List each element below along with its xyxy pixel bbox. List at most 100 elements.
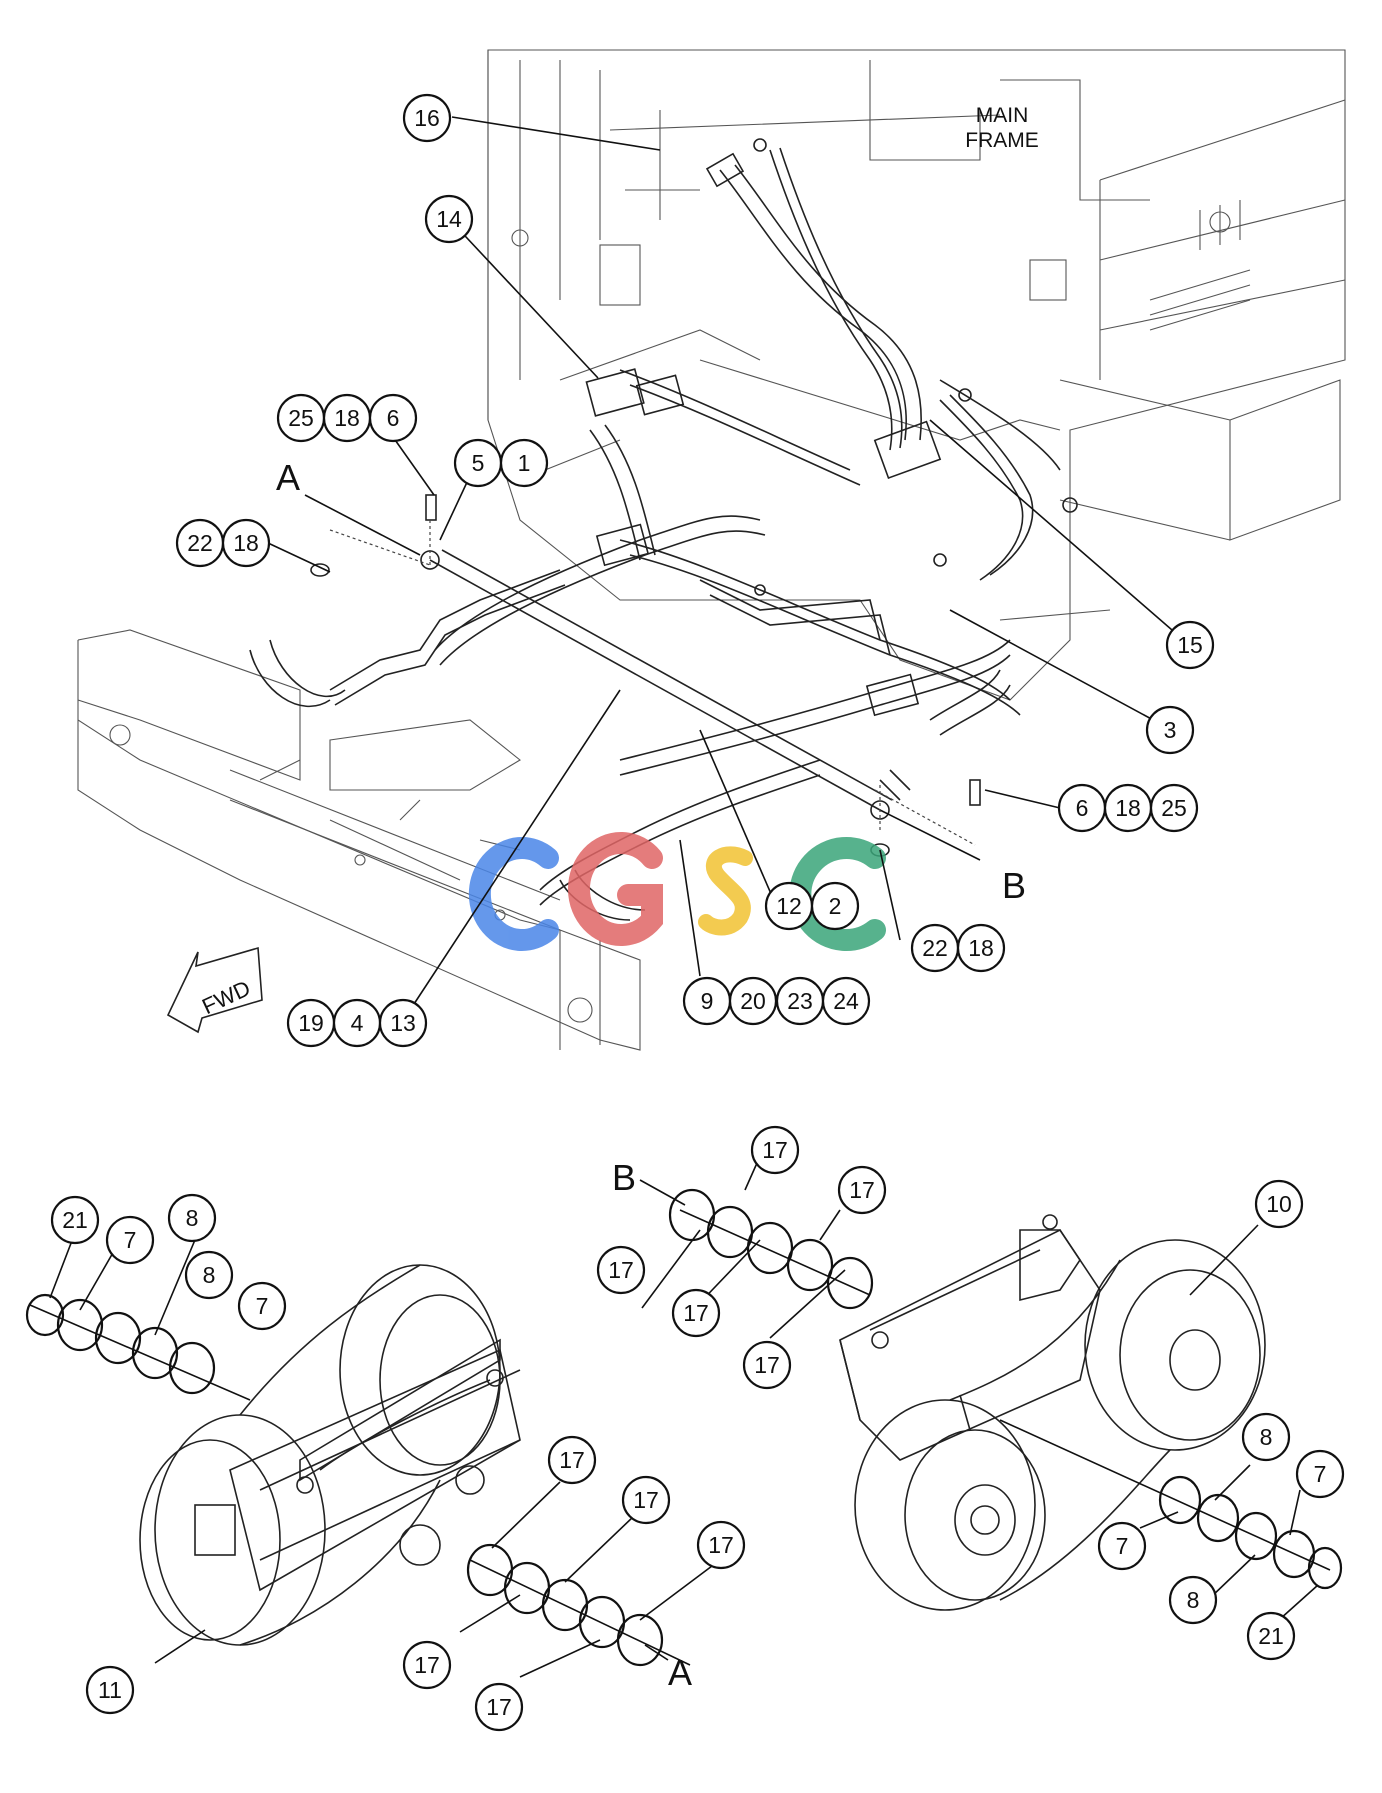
callout-12: 12 bbox=[764, 881, 814, 931]
callout-8-left-b: 8 bbox=[184, 1250, 234, 1300]
svg-text:22: 22 bbox=[922, 935, 948, 961]
main-frame-label-line1: MAIN bbox=[976, 104, 1029, 127]
svg-text:17: 17 bbox=[559, 1447, 585, 1473]
valve-blocks-drawing bbox=[585, 138, 1078, 717]
svg-text:1: 1 bbox=[518, 450, 531, 476]
svg-text:17: 17 bbox=[708, 1532, 734, 1558]
callout-6-right: 6 bbox=[1057, 783, 1107, 833]
section-b-label-top: B bbox=[1002, 865, 1026, 906]
svg-text:18: 18 bbox=[233, 530, 259, 556]
section-a-label-top: A bbox=[276, 457, 300, 498]
callout-22-right: 22 bbox=[910, 923, 960, 973]
left-roller-assembly-drawing bbox=[139, 1264, 521, 1646]
section-lines-drawing bbox=[304, 494, 981, 861]
svg-text:14: 14 bbox=[436, 206, 462, 232]
svg-text:20: 20 bbox=[740, 988, 766, 1014]
svg-text:18: 18 bbox=[968, 935, 994, 961]
svg-text:24: 24 bbox=[833, 988, 859, 1014]
callout-10: 10 bbox=[1254, 1179, 1304, 1229]
svg-text:18: 18 bbox=[334, 405, 360, 431]
callout-18-top: 18 bbox=[322, 393, 372, 443]
svg-text:18: 18 bbox=[1115, 795, 1141, 821]
callout-1: 1 bbox=[499, 438, 549, 488]
svg-text:12: 12 bbox=[776, 893, 802, 919]
callout-17-d: 17 bbox=[671, 1288, 721, 1338]
watermark-letter-1 bbox=[468, 837, 559, 951]
callout-18-lower-right: 18 bbox=[956, 923, 1006, 973]
main-frame-label-line2: FRAME bbox=[965, 129, 1039, 152]
callout-22-left: 22 bbox=[175, 518, 225, 568]
callout-25-top: 25 bbox=[276, 393, 326, 443]
callout-6-top: 6 bbox=[368, 393, 418, 443]
callout-25-right: 25 bbox=[1149, 783, 1199, 833]
callout-7-left-a: 7 bbox=[105, 1215, 155, 1265]
callout-20: 20 bbox=[728, 976, 778, 1026]
callout-2: 2 bbox=[810, 881, 860, 931]
svg-text:15: 15 bbox=[1177, 632, 1203, 658]
callout-17-i: 17 bbox=[402, 1640, 452, 1690]
callouts: 16 14 25 18 6 5 1 22 18 15 3 6 18 25 12 … bbox=[50, 93, 1345, 1732]
callout-7-left-b: 7 bbox=[237, 1281, 287, 1331]
svg-text:11: 11 bbox=[98, 1677, 122, 1703]
svg-text:22: 22 bbox=[187, 530, 213, 556]
callout-14: 14 bbox=[424, 194, 474, 244]
svg-text:17: 17 bbox=[762, 1137, 788, 1163]
svg-text:13: 13 bbox=[390, 1010, 416, 1036]
callout-3: 3 bbox=[1145, 705, 1195, 755]
svg-text:8: 8 bbox=[203, 1262, 216, 1288]
callout-7-right-a: 7 bbox=[1295, 1449, 1345, 1499]
svg-text:7: 7 bbox=[1116, 1533, 1129, 1559]
svg-text:21: 21 bbox=[1258, 1623, 1284, 1649]
callout-17-h: 17 bbox=[696, 1520, 746, 1570]
right-roller-assembly-drawing bbox=[839, 1214, 1266, 1611]
svg-text:7: 7 bbox=[256, 1293, 269, 1319]
svg-text:17: 17 bbox=[754, 1352, 780, 1378]
svg-text:7: 7 bbox=[124, 1227, 137, 1253]
cross-bar-drawing bbox=[310, 494, 981, 857]
callout-16: 16 bbox=[402, 93, 452, 143]
callout-18-left: 18 bbox=[221, 518, 271, 568]
leader-lines bbox=[49, 116, 1319, 1678]
callout-17-g: 17 bbox=[621, 1475, 671, 1525]
svg-text:25: 25 bbox=[1161, 795, 1187, 821]
svg-text:17: 17 bbox=[414, 1652, 440, 1678]
watermark-letter-2 bbox=[567, 832, 663, 946]
callout-17-c: 17 bbox=[596, 1245, 646, 1295]
svg-text:7: 7 bbox=[1314, 1461, 1327, 1487]
callout-15: 15 bbox=[1165, 620, 1215, 670]
svg-text:8: 8 bbox=[1260, 1424, 1273, 1450]
svg-text:9: 9 bbox=[701, 988, 714, 1014]
section-a-label-bottom: A bbox=[668, 1652, 692, 1693]
seal-rings bbox=[25, 1188, 1343, 1667]
callout-19: 19 bbox=[286, 998, 336, 1048]
svg-text:17: 17 bbox=[608, 1257, 634, 1283]
callout-21-left: 21 bbox=[50, 1195, 100, 1245]
callout-17-b: 17 bbox=[837, 1165, 887, 1215]
callout-24: 24 bbox=[821, 976, 871, 1026]
callout-23: 23 bbox=[775, 976, 825, 1026]
svg-text:5: 5 bbox=[472, 450, 485, 476]
callout-21-right: 21 bbox=[1246, 1611, 1296, 1661]
svg-text:17: 17 bbox=[633, 1487, 659, 1513]
callout-13: 13 bbox=[378, 998, 428, 1048]
fwd-label: FWD bbox=[198, 975, 254, 1019]
callout-11: 11 bbox=[85, 1665, 135, 1715]
svg-text:17: 17 bbox=[683, 1300, 709, 1326]
svg-text:3: 3 bbox=[1164, 717, 1177, 743]
svg-text:8: 8 bbox=[1187, 1587, 1200, 1613]
callout-17-e: 17 bbox=[742, 1340, 792, 1390]
callout-8-left-a: 8 bbox=[167, 1193, 217, 1243]
svg-text:6: 6 bbox=[387, 405, 400, 431]
svg-text:17: 17 bbox=[849, 1177, 875, 1203]
svg-text:8: 8 bbox=[186, 1205, 199, 1231]
callout-8-right-a: 8 bbox=[1241, 1412, 1291, 1462]
watermark-letter-3 bbox=[698, 846, 753, 936]
svg-text:16: 16 bbox=[414, 105, 440, 131]
fwd-arrow: FWD bbox=[166, 946, 263, 1034]
svg-text:23: 23 bbox=[787, 988, 813, 1014]
callout-18-right: 18 bbox=[1103, 783, 1153, 833]
svg-text:4: 4 bbox=[351, 1010, 364, 1036]
chassis-frame-drawing bbox=[77, 629, 641, 1051]
svg-text:2: 2 bbox=[829, 893, 842, 919]
